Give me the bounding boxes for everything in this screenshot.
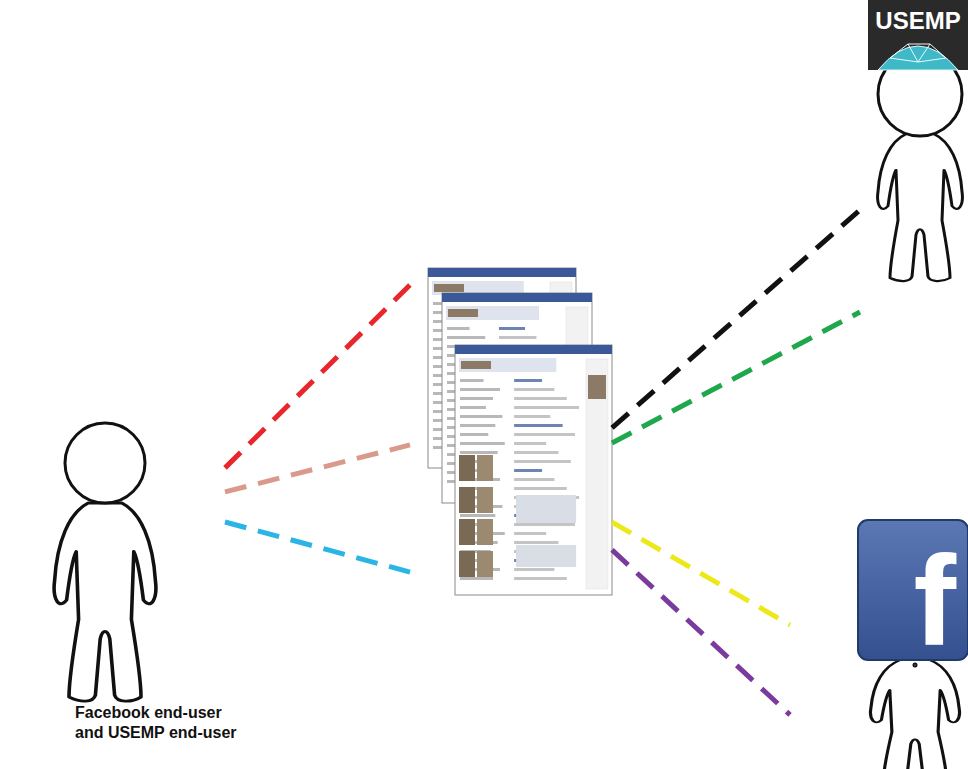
node-label: Facebook end-user and USEMP end-user [75,703,240,743]
usemp-figure: USEMP [860,0,968,320]
dashed-connector [612,210,860,428]
figure-illustration [860,0,968,320]
figure-body [870,660,959,769]
network-lines [890,44,946,62]
dashed-line [612,550,790,715]
figure-body [878,134,963,281]
figure-body [54,503,156,701]
facebook-figure: f [790,515,968,769]
dashed-connector [225,285,410,468]
node-label: f [858,537,956,665]
profile-pages-stack [410,268,612,595]
figure-head [65,423,145,503]
figure-illustration [50,420,225,750]
dashed-connector [612,522,790,625]
dashed-connector [612,550,790,715]
dashed-connector [225,522,410,572]
dashed-connector [612,312,860,443]
end-user-figure: Facebook end-user and USEMP end-user [50,420,225,750]
usemp-logo [868,0,968,70]
dashed-line [225,445,410,492]
dashed-line [612,312,860,443]
dashed-line [225,285,410,468]
figure-illustration [410,268,612,595]
dashed-line [225,522,410,572]
node-label: USEMP [868,6,968,36]
dashed-line [612,522,790,625]
dashed-connector [225,445,410,492]
dashed-line [612,210,860,428]
profile-page [455,345,612,595]
